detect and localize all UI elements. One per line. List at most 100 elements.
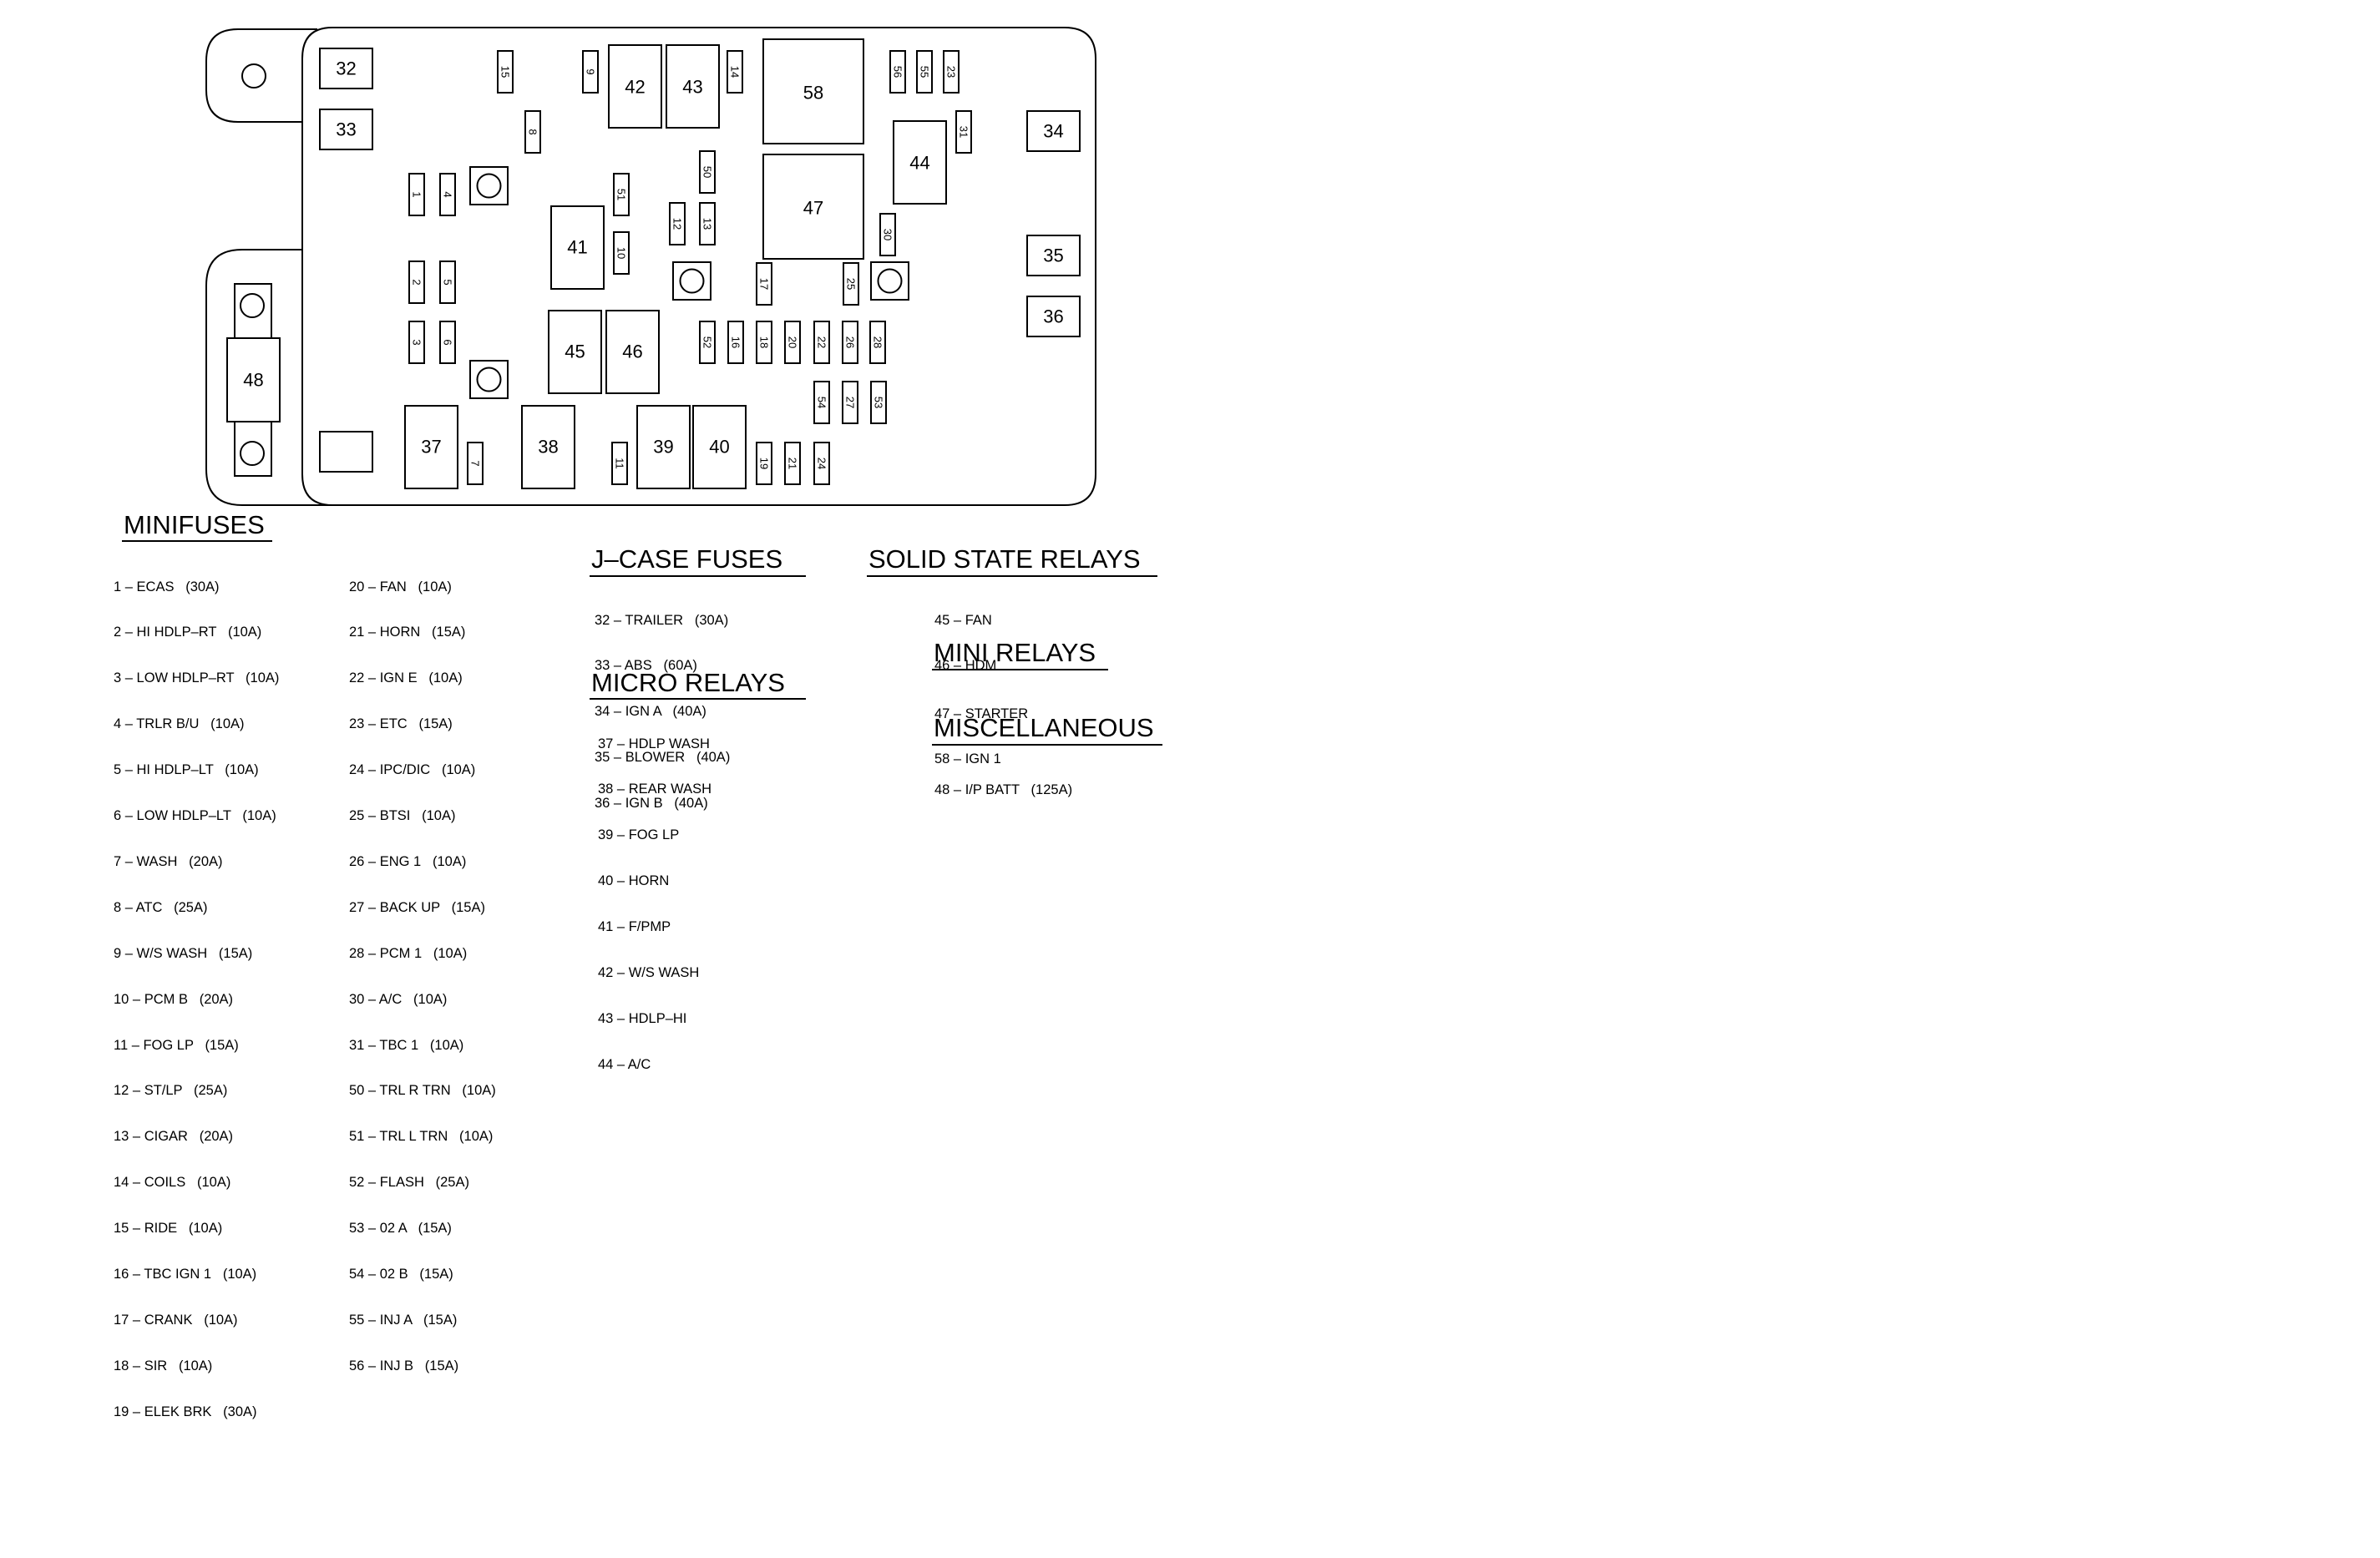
- minifuse-entry: 23 – ETC (15A): [349, 716, 453, 732]
- megafuse-48: 48: [226, 283, 281, 477]
- minifuse-5: 5: [439, 261, 456, 304]
- fuse-label: 5: [442, 279, 454, 285]
- mini-relay-58: 58: [762, 38, 864, 144]
- micro-relay-entry: 38 – REAR WASH: [598, 782, 712, 797]
- minifuse-entry: 22 – IGN E (10A): [349, 670, 463, 686]
- fuse-label: 15: [499, 66, 512, 78]
- minifuse-entry: 5 – HI HDLP–LT (10A): [114, 762, 259, 778]
- minifuse-entry: 8 – ATC (25A): [114, 899, 208, 915]
- minifuse-entry: 10 – PCM B (20A): [114, 991, 234, 1007]
- minifuse-entry: 21 – HORN (15A): [349, 625, 466, 640]
- minifuse-17: 17: [756, 262, 772, 306]
- minifuse-entry: 6 – LOW HDLP–LT (10A): [114, 808, 276, 824]
- jcase-fuses-underline: [590, 575, 806, 577]
- minifuse-30: 30: [879, 213, 896, 256]
- minifuse-23: 23: [943, 50, 960, 94]
- minifuse-2: 2: [408, 261, 425, 304]
- fuse-label: 6: [442, 339, 454, 345]
- jcase-fuse-35: 35: [1026, 235, 1081, 276]
- fuse-label: 8: [527, 129, 539, 134]
- fuse-label: 12: [671, 218, 684, 230]
- micro-relay-42: 42: [608, 44, 662, 129]
- minifuse-7: 7: [467, 442, 484, 485]
- fuse-label: 30: [882, 229, 894, 240]
- minifuse-51: 51: [613, 173, 630, 216]
- relay-label: 47: [803, 198, 823, 219]
- terminal-stud: [672, 261, 711, 301]
- fuse-label: 50: [701, 166, 714, 178]
- minifuse-entry: 16 – TBC IGN 1 (10A): [114, 1266, 257, 1282]
- minifuse-entry: 9 – W/S WASH (15A): [114, 945, 253, 961]
- micro-relays-heading: MICRO RELAYS: [591, 668, 785, 697]
- fuse-label: 25: [845, 278, 858, 290]
- minifuse-15: 15: [497, 50, 514, 94]
- minifuse-entry: 12 – ST/LP (25A): [114, 1083, 228, 1099]
- minifuse-entry: 52 – FLASH (25A): [349, 1175, 469, 1191]
- minifuse-entry: 30 – A/C (10A): [349, 991, 448, 1007]
- minifuse-54: 54: [813, 381, 830, 424]
- jcase-fuse-entry: 33 – ABS (60A): [595, 658, 697, 674]
- relay-label: 40: [709, 437, 729, 458]
- empty-slot: [319, 431, 373, 473]
- micro-relay-39: 39: [636, 405, 691, 489]
- minifuse-20: 20: [784, 321, 801, 364]
- minifuse-22: 22: [813, 321, 830, 364]
- minifuses-list-col2: 20 – FAN (10A) 21 – HORN (15A) 22 – IGN …: [349, 549, 496, 1389]
- mounting-hole: [241, 63, 266, 89]
- minifuse-entry: 14 – COILS (10A): [114, 1175, 231, 1191]
- micro-relay-entry: 37 – HDLP WASH: [598, 736, 710, 751]
- minifuse-entry: 13 – CIGAR (20A): [114, 1129, 234, 1145]
- minifuse-entry: 18 – SIR (10A): [114, 1358, 213, 1373]
- minifuses-list-col1: 1 – ECAS (30A) 2 – HI HDLP–RT (10A) 3 – …: [114, 549, 279, 1434]
- minifuse-13: 13: [699, 202, 716, 245]
- micro-relay-44: 44: [893, 120, 947, 205]
- relay-label: 41: [567, 237, 587, 258]
- relay-label: 58: [803, 83, 823, 104]
- fuse-label: 55: [919, 66, 931, 78]
- minifuse-entry: 28 – PCM 1 (10A): [349, 945, 468, 961]
- fuse-label: 28: [872, 336, 884, 348]
- fuse-label: 26: [844, 336, 857, 348]
- micro-relay-41: 41: [550, 205, 605, 290]
- relay-label: 37: [421, 437, 441, 458]
- micro-relay-entry: 43 – HDLP–HI: [598, 1010, 687, 1026]
- minifuse-10: 10: [613, 231, 630, 275]
- micro-relay-entry: 41 – F/PMP: [598, 919, 671, 935]
- micro-relay-43: 43: [666, 44, 720, 129]
- jcase-fuse-34: 34: [1026, 110, 1081, 152]
- fuse-label: 21: [787, 458, 799, 469]
- minifuse-entry: 17 – CRANK (10A): [114, 1312, 238, 1328]
- minifuse-entry: 3 – LOW HDLP–RT (10A): [114, 670, 280, 686]
- minifuse-4: 4: [439, 173, 456, 216]
- miscellaneous-list: 48 – I/P BATT (125A): [934, 751, 1072, 812]
- fuse-label: 19: [758, 458, 771, 469]
- minifuse-21: 21: [784, 442, 801, 485]
- minifuse-12: 12: [669, 202, 686, 245]
- minifuse-entry: 55 – INJ A (15A): [349, 1312, 458, 1328]
- mini-relays-list: 47 – STARTER 58 – IGN 1: [934, 675, 1028, 782]
- jcase-fuse-33: 33: [319, 109, 373, 150]
- minifuse-entry: 51 – TRL L TRN (10A): [349, 1129, 494, 1145]
- fuse-block-diagram: 48 32 33 34 35 36 37 38 39 40 41 42 43 4…: [205, 27, 1096, 506]
- fuse-label: 13: [701, 218, 714, 230]
- jcase-fuses-heading: J–CASE FUSES: [591, 544, 783, 574]
- miscellaneous-entry: 48 – I/P BATT (125A): [934, 782, 1073, 797]
- micro-relay-38: 38: [521, 405, 575, 489]
- relay-label: 38: [538, 437, 558, 458]
- micro-relay-entry: 42 – W/S WASH: [598, 965, 700, 981]
- fuse-label: 27: [844, 397, 857, 408]
- fuse-label: 4: [442, 191, 454, 197]
- minifuse-28: 28: [869, 321, 886, 364]
- fuse-label: 11: [614, 458, 626, 469]
- minifuse-entry: 56 – INJ B (15A): [349, 1358, 459, 1373]
- micro-relay-entry: 40 – HORN: [598, 873, 670, 889]
- minifuse-24: 24: [813, 442, 830, 485]
- relay-label: 46: [622, 341, 642, 362]
- mounting-tab-bottom: [205, 249, 332, 506]
- relay-label: 36: [1043, 306, 1063, 327]
- fuse-label: 1: [411, 191, 423, 197]
- relay-label: 44: [909, 153, 929, 174]
- mini-relays-heading: MINI RELAYS: [934, 638, 1096, 667]
- minifuse-entry: 4 – TRLR B/U (10A): [114, 716, 245, 732]
- minifuse-entry: 7 – WASH (20A): [114, 853, 223, 869]
